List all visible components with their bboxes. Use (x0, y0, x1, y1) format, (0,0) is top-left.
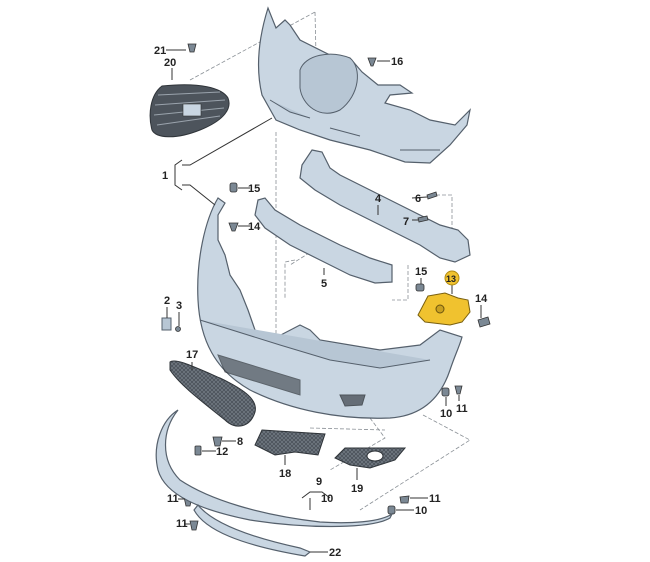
part-grille-20[interactable] (149, 84, 230, 138)
label-2: 2 (164, 295, 170, 307)
label-3: 3 (176, 300, 182, 312)
label-14b: 14 (475, 293, 488, 305)
label-21: 21 (154, 45, 166, 57)
part-carrier-1[interactable] (258, 6, 471, 164)
label-8: 8 (237, 436, 243, 448)
label-16: 16 (391, 56, 403, 68)
label-14: 14 (248, 221, 261, 233)
part-reinforcement-4[interactable] (299, 149, 471, 263)
label-17: 17 (186, 349, 198, 361)
label-12: 12 (216, 446, 228, 458)
label-5: 5 (321, 278, 327, 290)
label-11d: 11 (176, 518, 188, 530)
part-spoiler[interactable] (155, 409, 394, 528)
label-6: 6 (415, 193, 421, 205)
part-absorber-5[interactable] (254, 197, 393, 284)
part-grille-18[interactable] (254, 429, 326, 456)
part-bracket-13-highlighted[interactable] (417, 292, 471, 326)
fasteners (161, 182, 491, 531)
label-13: 13 (446, 274, 456, 284)
label-13-highlight-badge: 13 (444, 270, 460, 286)
part-bumper-cover-1[interactable] (197, 197, 463, 419)
label-20: 20 (164, 57, 176, 69)
part-foglamp-cover-19[interactable] (334, 447, 407, 469)
label-15b: 15 (415, 266, 427, 278)
label-18: 18 (279, 468, 291, 480)
label-9: 9 (316, 476, 322, 488)
label-1: 1 (162, 170, 168, 182)
bumper-lower-openings (217, 354, 366, 407)
clip-21-icon (187, 43, 197, 53)
part-trim-strip-22[interactable] (193, 504, 312, 557)
label-7: 7 (403, 216, 409, 228)
label-11: 11 (456, 403, 468, 415)
label-4: 4 (375, 193, 382, 205)
label-15: 15 (248, 183, 260, 195)
label-11c: 11 (429, 493, 441, 505)
screw-16-icon (367, 57, 377, 67)
part-labels: 21 20 16 1 15 14 4 6 7 5 15 13 14 2 3 17… (154, 45, 488, 559)
label-19: 19 (351, 483, 363, 495)
label-11b: 11 (167, 493, 179, 505)
label-10: 10 (440, 408, 452, 420)
label-10b: 10 (321, 493, 333, 505)
leader-lines (166, 49, 482, 553)
part-grille-17[interactable] (169, 360, 256, 427)
label-10c: 10 (415, 505, 427, 517)
label-22: 22 (329, 547, 341, 559)
